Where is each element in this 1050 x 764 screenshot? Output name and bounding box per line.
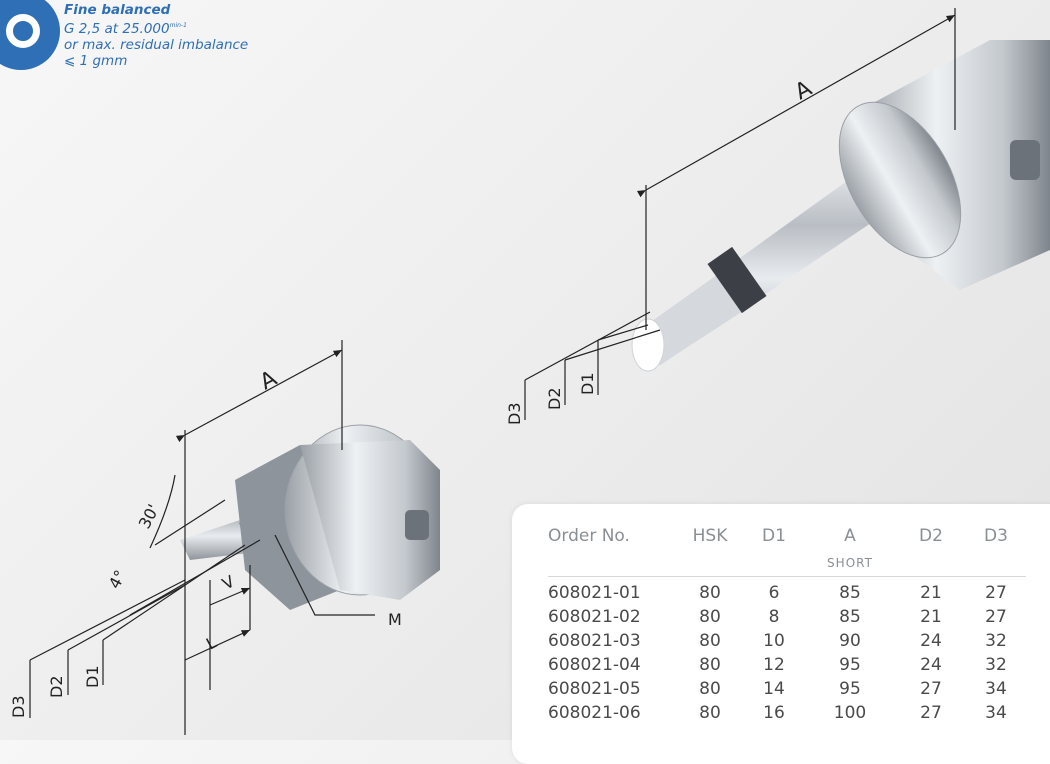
cell-hsk: 80 [699, 583, 721, 603]
cell-order-no: 608021-06 [548, 703, 641, 723]
cell-d1: 12 [763, 655, 785, 675]
label-angle-4: 4° [105, 567, 130, 592]
cell-hsk: 80 [699, 631, 721, 651]
header-d3: D3 [984, 526, 1008, 546]
table-row: 608021-06 80 16 100 27 34 [548, 701, 1026, 725]
cell-order-no: 608021-03 [548, 631, 641, 651]
label-a-small: A [256, 366, 281, 395]
cell-d2: 21 [920, 583, 942, 603]
label-m: M [388, 610, 402, 629]
label-d1-small: D1 [83, 666, 102, 689]
cell-d1: 10 [763, 631, 785, 651]
balance-line1: G 2,5 at 25.000min-1 [64, 21, 187, 37]
cell-d2: 24 [920, 631, 942, 651]
balance-line2: or max. residual imbalance [64, 37, 249, 53]
balance-title: Fine balanced [64, 2, 171, 18]
subheader-short: SHORT [827, 556, 873, 570]
cell-order-no: 608021-04 [548, 655, 641, 675]
cell-a: 95 [839, 679, 861, 699]
header-d1: D1 [762, 526, 786, 546]
table-row: 608021-03 80 10 90 24 32 [548, 629, 1026, 653]
cell-hsk: 80 [699, 655, 721, 675]
header-d2: D2 [919, 526, 943, 546]
label-a-large: A [791, 76, 816, 105]
cell-order-no: 608021-01 [548, 583, 641, 603]
cell-d3: 27 [985, 607, 1007, 627]
order-table-card: Order No. HSK D1 A D2 D3 SHORT 608021-01… [512, 504, 1050, 764]
cell-d1: 6 [768, 583, 780, 603]
cell-hsk: 80 [699, 607, 721, 627]
balance-line3: ⩽ 1 gmm [64, 53, 128, 69]
small-dimensions [29, 340, 375, 735]
cell-a: 95 [839, 655, 861, 675]
header-order-no: Order No. [548, 526, 630, 546]
table-row: 608021-01 80 6 85 21 27 [548, 581, 1026, 605]
label-v: V [219, 572, 238, 594]
label-d3-large: D3 [505, 403, 524, 426]
cell-d3: 34 [985, 703, 1007, 723]
cell-d3: 32 [985, 655, 1007, 675]
cell-a: 85 [839, 607, 861, 627]
label-d2-small: D2 [47, 676, 66, 699]
technical-drawing: A D3 D2 D1 A D3 D2 D1 4° 30' V L M [9, 8, 1050, 735]
balance-note: Fine balanced G 2,5 at 25.000min-1 or ma… [64, 2, 248, 69]
table-row: 608021-02 80 8 85 21 27 [548, 605, 1026, 629]
order-table: Order No. HSK D1 A D2 D3 SHORT 608021-01… [548, 522, 1026, 725]
cell-d3: 27 [985, 583, 1007, 603]
cell-hsk: 80 [699, 679, 721, 699]
cell-order-no: 608021-02 [548, 607, 641, 627]
label-d1-large: D1 [578, 373, 597, 396]
cell-d2: 21 [920, 607, 942, 627]
table-row: 608021-04 80 12 95 24 32 [548, 653, 1026, 677]
label-d3-small: D3 [9, 696, 28, 719]
cell-d3: 34 [985, 679, 1007, 699]
cell-d2: 24 [920, 655, 942, 675]
cell-d1: 8 [768, 607, 780, 627]
cell-order-no: 608021-05 [548, 679, 641, 699]
cell-d3: 32 [985, 631, 1007, 651]
table-row: 608021-05 80 14 95 27 34 [548, 677, 1026, 701]
cell-hsk: 80 [699, 703, 721, 723]
cell-d1: 14 [763, 679, 785, 699]
cell-d1: 16 [763, 703, 785, 723]
cell-d2: 27 [920, 679, 942, 699]
large-holder-illustration [631, 40, 1050, 372]
large-dimensions [524, 8, 956, 420]
small-holder-illustration [180, 424, 440, 610]
cell-a: 100 [833, 703, 867, 723]
label-d2-large: D2 [545, 388, 564, 411]
cell-a: 85 [839, 583, 861, 603]
header-hsk: HSK [692, 526, 728, 546]
cell-a: 90 [839, 631, 861, 651]
header-a: A [844, 526, 856, 546]
cell-d2: 27 [920, 703, 942, 723]
balance-badge-icon [0, 0, 60, 70]
